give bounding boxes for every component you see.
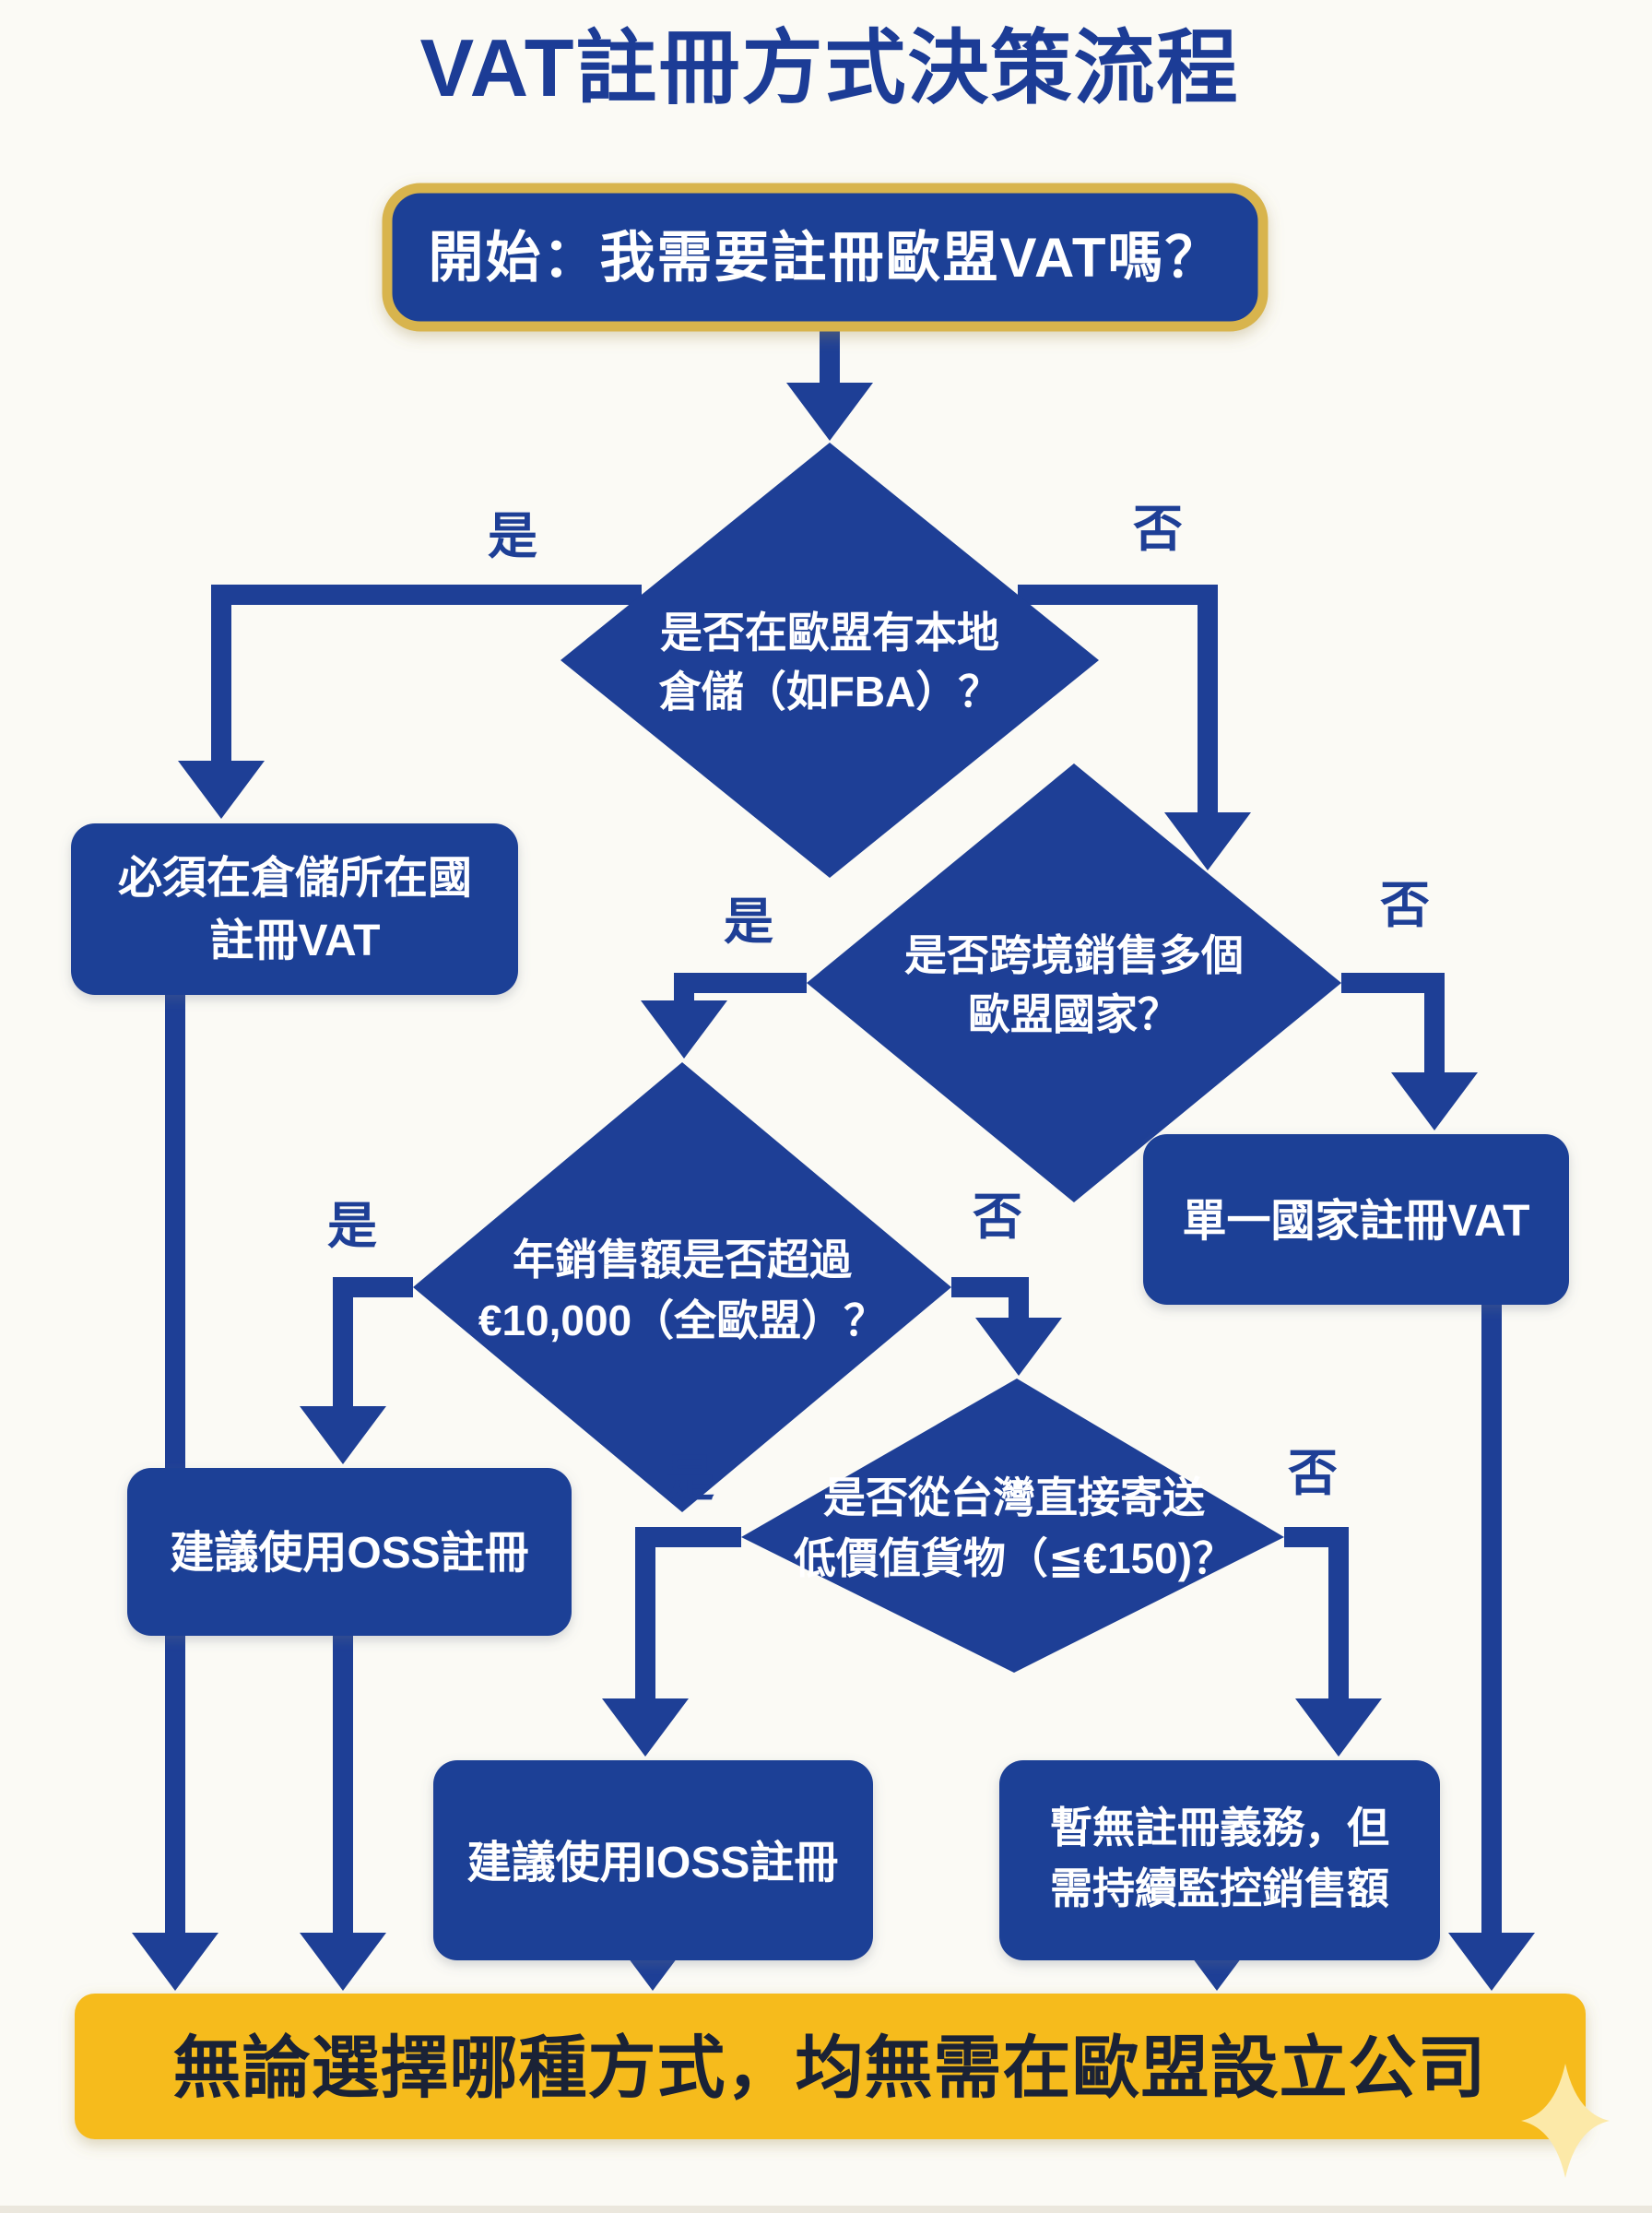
label-yes-local-warehouse: 是	[488, 509, 537, 564]
decision-low-value-diamond	[741, 1379, 1284, 1673]
decision-low-value-line1: 是否從台灣直接寄送	[823, 1473, 1205, 1521]
outcome-monitor-line2: 需持續監控銷售額	[1050, 1864, 1389, 1912]
arrow-head-ioss-entry	[602, 1698, 689, 1757]
arrow-head-oss-entry	[300, 1406, 386, 1464]
decision-cross-border-line1: 是否跨境銷售多個	[904, 931, 1244, 979]
label-no-sales-threshold: 否	[973, 1189, 1022, 1245]
connector-crossborder-no	[1341, 973, 1445, 1077]
decision-sales-threshold-line2: €10,000（全歐盟）？	[478, 1296, 886, 1344]
footer-banner	[75, 1994, 1586, 2139]
outcome-register-warehouse-country-box	[71, 823, 518, 995]
decision-local-warehouse-diamond	[560, 443, 1099, 878]
decision-sales-threshold-line1: 年銷售額是否超過	[513, 1236, 853, 1284]
outcome-single-country-box	[1143, 1134, 1569, 1305]
decision-cross-border-line2: 歐盟國家？	[968, 990, 1180, 1038]
connector-lowvalue-yes	[635, 1527, 741, 1700]
decision-local-warehouse-line2: 倉儲（如FBA）？	[658, 668, 1001, 716]
arrow-head-banner-5	[1448, 1933, 1535, 1991]
arrow-head-warehouse-no	[1164, 812, 1251, 870]
outcome-ioss-box	[433, 1760, 873, 1960]
outcome-register-warehouse-country-line1: 必須在倉儲所在國	[118, 854, 472, 903]
label-no-local-warehouse: 否	[1133, 502, 1183, 557]
connector-threshold-yes	[333, 1277, 413, 1409]
outcome-monitor-line1: 暫無註冊義務，但	[1050, 1804, 1389, 1852]
arrow-head-crossborder-entry	[641, 1000, 727, 1059]
connector-warehouse-no	[1018, 585, 1218, 815]
arrow-head-monitor-entry	[1295, 1698, 1382, 1757]
label-yes-low-value: 是	[665, 1451, 714, 1507]
decision-low-value-line2: 低價值貨物（≦€150)？	[794, 1534, 1234, 1582]
start-node-label: 開始：我需要註冊歐盟VAT嗎？	[428, 227, 1221, 289]
outcome-monitor-box	[999, 1760, 1440, 1960]
footer-banner-label: 無論選擇哪種方式，均無需在歐盟設立公司	[173, 2030, 1487, 2106]
arrow-head-start	[786, 383, 873, 441]
label-no-low-value: 否	[1288, 1446, 1338, 1501]
page-title: VAT註冊方式決策流程	[420, 22, 1240, 113]
label-no-cross-border: 否	[1380, 878, 1430, 933]
decision-local-warehouse-line1: 是否在歐盟有本地	[660, 609, 999, 657]
outcome-oss-label: 建議使用OSS註冊	[170, 1529, 528, 1578]
outcome-register-warehouse-country-line2: 註冊VAT	[210, 917, 381, 965]
decision-sales-threshold-diamond	[413, 1062, 951, 1512]
outcome-oss-box	[127, 1468, 572, 1636]
connector-lowvalue-no	[1284, 1527, 1349, 1700]
sparkle-icon	[1521, 2064, 1610, 2178]
arrow-head-banner-1	[132, 1933, 218, 1991]
connector-crossborder-yes	[674, 973, 807, 1005]
arrow-head-banner-2	[300, 1933, 386, 1991]
start-node	[382, 183, 1268, 332]
arrow-head-crossborder-no	[1391, 1072, 1478, 1130]
bottom-edge-strip	[0, 2206, 1652, 2213]
connector-threshold-no	[951, 1277, 1029, 1320]
label-yes-cross-border: 是	[724, 894, 773, 950]
arrow-head-warehouse-yes	[178, 761, 265, 819]
outcome-ioss-label: 建議使用IOSS註冊	[467, 1839, 839, 1888]
outcome-single-country-label: 單一國家註冊VAT	[1183, 1197, 1530, 1246]
decision-cross-border-diamond	[807, 763, 1341, 1202]
label-yes-sales-threshold: 是	[327, 1199, 377, 1254]
connector-warehouse-yes	[211, 585, 642, 763]
arrow-head-lowvalue-entry	[975, 1318, 1062, 1376]
